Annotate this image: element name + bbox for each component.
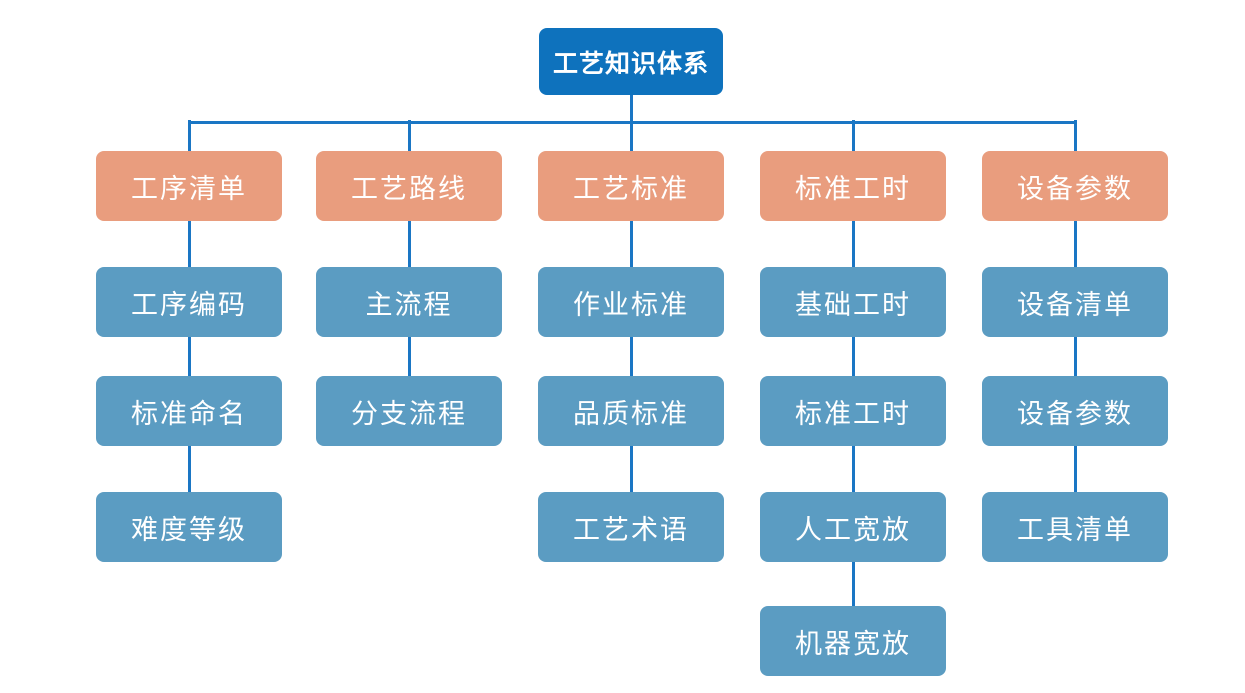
connector-col1-seg3 [187, 445, 191, 493]
connector-col1-seg1 [187, 220, 191, 268]
connector-bus-to-branch-5 [1073, 120, 1077, 151]
node-process-terms: 工艺术语 [538, 492, 724, 562]
branch-process-standard: 工艺标准 [538, 151, 724, 221]
node-equipment-params: 设备参数 [982, 376, 1168, 446]
node-process-code: 工序编码 [96, 267, 282, 337]
branch-process-route: 工艺路线 [316, 151, 502, 221]
node-root: 工艺知识体系 [539, 28, 723, 95]
node-standard-hours: 标准工时 [760, 376, 946, 446]
connector-col1-seg2 [187, 336, 191, 377]
connector-col3-seg1 [629, 220, 633, 268]
connector-root-to-bus [629, 95, 633, 122]
node-base-hours: 基础工时 [760, 267, 946, 337]
connector-col2-seg2 [407, 336, 411, 377]
connector-col2-seg1 [407, 220, 411, 268]
node-difficulty-level: 难度等级 [96, 492, 282, 562]
connector-bus-to-branch-2 [407, 120, 411, 151]
node-machine-allowance: 机器宽放 [760, 606, 946, 676]
connector-col4-seg4 [851, 561, 855, 607]
connector-bus-to-branch-4 [851, 120, 855, 151]
connector-col3-seg2 [629, 336, 633, 377]
node-tool-list: 工具清单 [982, 492, 1168, 562]
connector-col4-seg3 [851, 445, 855, 493]
connector-col5-seg3 [1073, 445, 1077, 493]
connector-col4-seg2 [851, 336, 855, 377]
connector-col4-seg1 [851, 220, 855, 268]
node-equipment-list: 设备清单 [982, 267, 1168, 337]
node-main-flow: 主流程 [316, 267, 502, 337]
connector-bus-to-branch-1 [187, 120, 191, 151]
connector-bus-to-branch-3 [629, 120, 633, 151]
branch-equipment-params: 设备参数 [982, 151, 1168, 221]
node-operation-standard: 作业标准 [538, 267, 724, 337]
node-standard-naming: 标准命名 [96, 376, 282, 446]
node-branch-flow: 分支流程 [316, 376, 502, 446]
branch-process-list: 工序清单 [96, 151, 282, 221]
connector-col5-seg2 [1073, 336, 1077, 377]
connector-col5-seg1 [1073, 220, 1077, 268]
connector-col3-seg3 [629, 445, 633, 493]
node-quality-standard: 品质标准 [538, 376, 724, 446]
node-manual-allowance: 人工宽放 [760, 492, 946, 562]
branch-standard-hours: 标准工时 [760, 151, 946, 221]
